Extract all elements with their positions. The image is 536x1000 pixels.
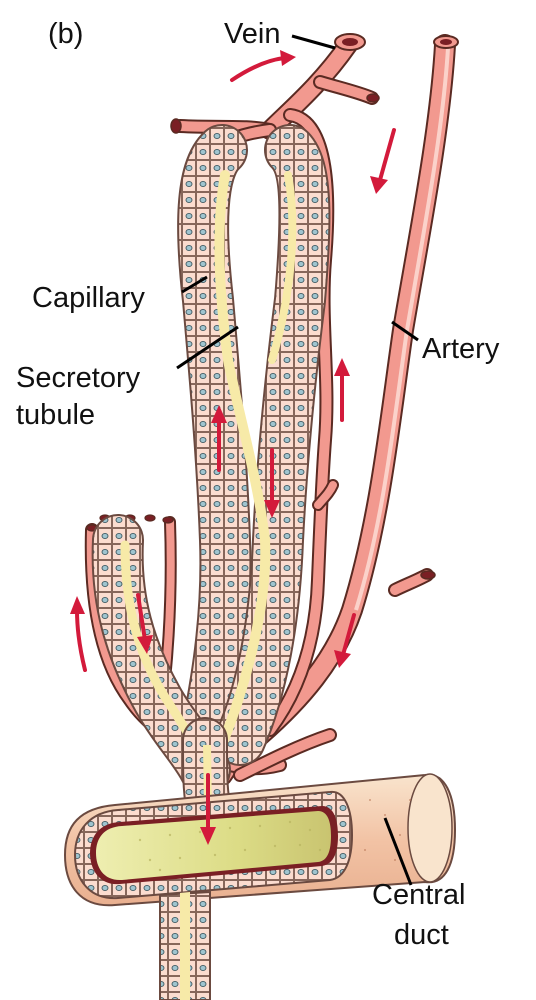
secretory-tubule-label-line1: Secretory	[16, 362, 141, 394]
panel-label: (b)	[48, 18, 83, 50]
flow-arrow-artery-lower	[334, 613, 356, 668]
flow-arrow-right-capillary	[334, 358, 350, 422]
flow-arrow-artery-upper	[370, 128, 396, 194]
secretory-tubule-leader	[176, 325, 239, 370]
flow-arrow-into-duct	[200, 773, 216, 845]
secretory-tubule-label-line2: tubule	[16, 399, 95, 431]
capillary-label: Capillary	[32, 282, 145, 314]
artery-leader	[391, 320, 419, 342]
labels: (b) Vein Capillary Secretory tubule Arte…	[16, 18, 500, 951]
flow-arrows	[70, 50, 396, 845]
artery-label: Artery	[422, 333, 500, 365]
leader-lines	[176, 34, 419, 886]
flow-arrow-top	[230, 50, 296, 82]
secretory-tubule	[91, 124, 331, 828]
vein-label: Vein	[224, 18, 280, 50]
central-duct-label-line1: Central	[372, 879, 466, 911]
central-duct-label-line2: duct	[394, 919, 449, 951]
flow-arrow-left-capillary	[211, 405, 227, 472]
flow-arrow-left-outer	[70, 596, 87, 672]
flow-arrow-lower-tubule	[136, 593, 153, 654]
central-duct	[63, 773, 457, 1000]
central-duct-leader	[383, 817, 413, 886]
capillary-leader	[181, 275, 208, 294]
flow-arrow-tubule-down	[264, 448, 280, 518]
vein-leader	[291, 34, 336, 50]
